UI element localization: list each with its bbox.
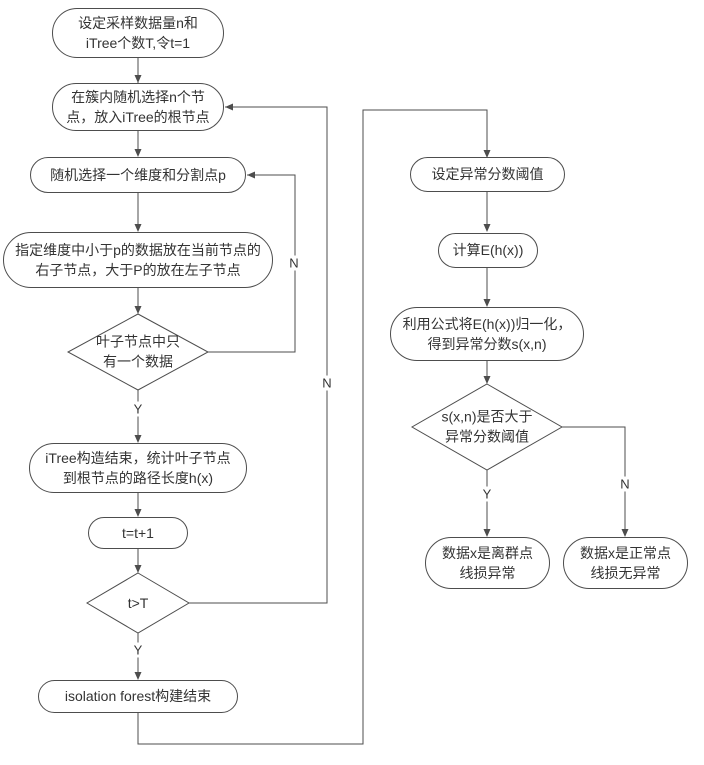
node-normalize-score: 利用公式将E(h(x))归一化， 得到异常分数s(x,n): [390, 307, 584, 361]
arrowhead-into-dimension: [134, 149, 142, 157]
arrowhead-into-split: [134, 224, 142, 232]
node-outlier-result-label: 数据x是离群点 线损异常: [442, 544, 533, 581]
node-select-dimension-split: 随机选择一个维度和分割点p: [30, 157, 246, 193]
node-increment-t-label: t=t+1: [122, 524, 154, 541]
node-set-threshold: 设定异常分数阈值: [410, 157, 565, 192]
node-normalize-score-label: 利用公式将E(h(x))归一化， 得到异常分数s(x,n): [402, 315, 572, 352]
edge-label-t-no: N: [319, 375, 335, 391]
node-set-threshold-label: 设定异常分数阈值: [431, 166, 544, 183]
node-normal-result: 数据x是正常点 线损无异常: [563, 537, 688, 589]
arrowhead-into-normal: [621, 529, 629, 537]
arrowhead-into-threshold: [483, 150, 491, 158]
arrowhead-into-tcheck: [134, 565, 142, 573]
edge-forest-to-threshold: [137, 109, 488, 745]
arrowheads: [134, 75, 629, 680]
edge-label-leaf-yes: Y: [130, 401, 146, 417]
node-t-greater-check: t>T: [127, 594, 149, 611]
arrowhead-into-forest: [134, 672, 142, 680]
node-forest-built-label: isolation forest构建结束: [64, 688, 212, 705]
node-leaf-single-check: 叶子节点中只 有一个数据: [96, 333, 180, 370]
node-score-threshold-check: s(x,n)是否大于 异常分数阈值: [441, 408, 533, 445]
node-t-greater-check-shape: [86, 572, 190, 634]
arrowhead-into-expectation: [483, 224, 491, 232]
edge-tcheck-no-loop: [189, 106, 328, 604]
node-select-root-nodes-label: 在簇内随机选择n个节 点，放入iTree的根节点: [66, 88, 210, 125]
edge-scorecheck-no: [562, 426, 626, 536]
node-compute-expectation-label: 计算E(h(x)): [452, 242, 524, 259]
node-itree-built-label: iTree构造结束，统计叶子节点 到根节点的路径长度h(x): [45, 449, 231, 486]
arrowhead-into-root: [134, 75, 142, 83]
arrowhead-into-increment: [134, 509, 142, 517]
node-normal-result-label: 数据x是正常点 线损无异常: [580, 544, 671, 581]
arrowhead-loop-into-dimension: [247, 171, 255, 179]
node-outlier-result: 数据x是离群点 线损异常: [425, 537, 550, 589]
node-set-sample-params-label: 设定采样数据量n和 iTree个数T,令t=1: [78, 14, 198, 51]
arrowhead-loop-into-root: [225, 103, 233, 111]
edge-label-t-yes: Y: [130, 642, 146, 658]
arrowhead-into-outlier: [483, 529, 491, 537]
node-leaf-single-check-shape: [66, 313, 210, 391]
node-increment-t: t=t+1: [88, 517, 188, 549]
node-split-data: 指定维度中小于p的数据放在当前节点的 右子节点，大于P的放在左子节点: [3, 232, 273, 288]
edge-label-score-no: N: [617, 476, 633, 492]
node-compute-expectation: 计算E(h(x)): [438, 233, 538, 268]
edge-label-leaf-no: N: [286, 255, 302, 271]
node-forest-built: isolation forest构建结束: [38, 680, 238, 713]
node-split-data-label: 指定维度中小于p的数据放在当前节点的 右子节点，大于P的放在左子节点: [15, 241, 261, 278]
node-itree-built: iTree构造结束，统计叶子节点 到根节点的路径长度h(x): [29, 443, 247, 493]
node-score-threshold-check-shape: [410, 383, 564, 471]
arrowhead-into-leafcheck: [134, 306, 142, 314]
node-select-root-nodes: 在簇内随机选择n个节 点，放入iTree的根节点: [52, 83, 224, 131]
arrowhead-into-scorecheck: [483, 376, 491, 384]
arrowhead-into-normalize: [483, 299, 491, 307]
edge-label-score-yes: Y: [479, 486, 495, 502]
arrowhead-into-itree: [134, 435, 142, 443]
node-set-sample-params: 设定采样数据量n和 iTree个数T,令t=1: [52, 8, 224, 58]
node-select-dimension-split-label: 随机选择一个维度和分割点p: [50, 166, 226, 183]
